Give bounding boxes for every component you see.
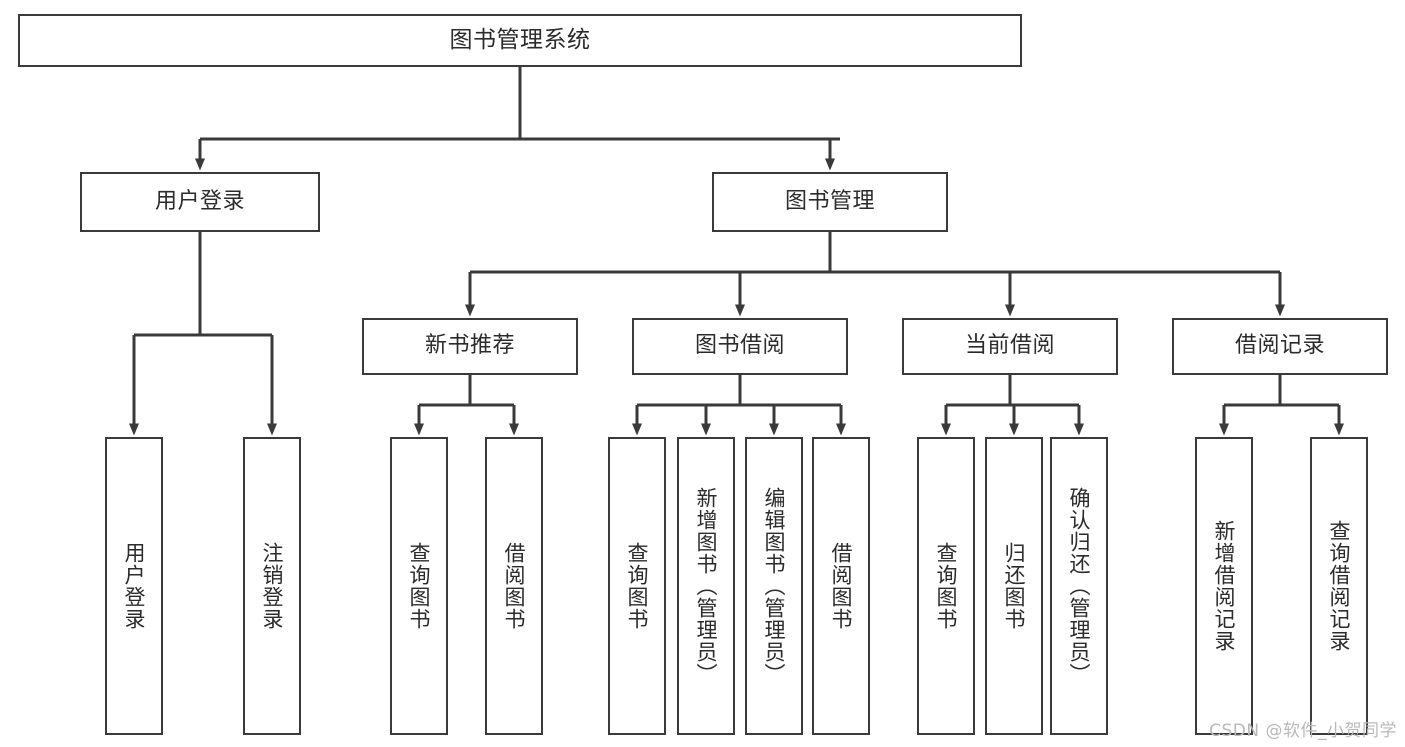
leaf-add-book-admin[interactable]: 新增图书（管理员） [677, 437, 735, 735]
leaf-query-borrow-record-label: 查询借阅记录 [1327, 520, 1352, 652]
node-borrow-record[interactable]: 借阅记录 [1172, 318, 1388, 375]
leaf-borrow-book-newbook-label: 借阅图书 [502, 542, 527, 630]
node-book-management-label: 图书管理 [784, 188, 875, 214]
node-root[interactable]: 图书管理系统 [18, 14, 1022, 67]
node-root-label: 图书管理系统 [449, 26, 591, 53]
leaf-confirm-return-admin-label: 确认归还（管理员） [1067, 487, 1092, 685]
node-borrow-record-label: 借阅记录 [1234, 333, 1325, 359]
leaf-query-borrow-record[interactable]: 查询借阅记录 [1310, 437, 1368, 735]
leaf-lend-book[interactable]: 借阅图书 [812, 437, 870, 735]
node-new-book-recommend-label: 新书推荐 [424, 333, 515, 359]
node-book-borrow-label: 图书借阅 [694, 333, 785, 359]
leaf-logout[interactable]: 注销登录 [243, 437, 301, 735]
leaf-add-borrow-record[interactable]: 新增借阅记录 [1195, 437, 1253, 735]
leaf-confirm-return-admin[interactable]: 确认归还（管理员） [1050, 437, 1108, 735]
leaf-user-login-label: 用户登录 [122, 542, 147, 630]
leaf-query-book-newbook[interactable]: 查询图书 [390, 437, 448, 735]
node-user-login[interactable]: 用户登录 [80, 172, 320, 232]
leaf-return-book-label: 归还图书 [1002, 542, 1027, 630]
node-user-login-label: 用户登录 [154, 188, 245, 214]
node-new-book-recommend[interactable]: 新书推荐 [362, 318, 578, 375]
leaf-borrow-book-newbook[interactable]: 借阅图书 [485, 437, 543, 735]
leaf-add-book-admin-label: 新增图书（管理员） [694, 487, 719, 685]
leaf-query-book-borrow-label: 查询图书 [625, 542, 650, 630]
leaf-lend-book-label: 借阅图书 [829, 542, 854, 630]
leaf-add-borrow-record-label: 新增借阅记录 [1212, 520, 1237, 652]
leaf-query-book-current-label: 查询图书 [934, 542, 959, 630]
node-book-management[interactable]: 图书管理 [712, 172, 948, 232]
leaf-query-book-current[interactable]: 查询图书 [917, 437, 975, 735]
leaf-user-login[interactable]: 用户登录 [105, 437, 163, 735]
node-book-borrow[interactable]: 图书借阅 [632, 318, 848, 375]
leaf-edit-book-admin-label: 编辑图书（管理员） [762, 487, 787, 685]
leaf-return-book[interactable]: 归还图书 [985, 437, 1043, 735]
leaf-logout-label: 注销登录 [260, 542, 285, 630]
leaf-query-book-borrow[interactable]: 查询图书 [608, 437, 666, 735]
leaf-query-book-newbook-label: 查询图书 [407, 542, 432, 630]
leaf-edit-book-admin[interactable]: 编辑图书（管理员） [745, 437, 803, 735]
node-current-borrow-label: 当前借阅 [964, 333, 1055, 359]
node-current-borrow[interactable]: 当前借阅 [902, 318, 1118, 375]
